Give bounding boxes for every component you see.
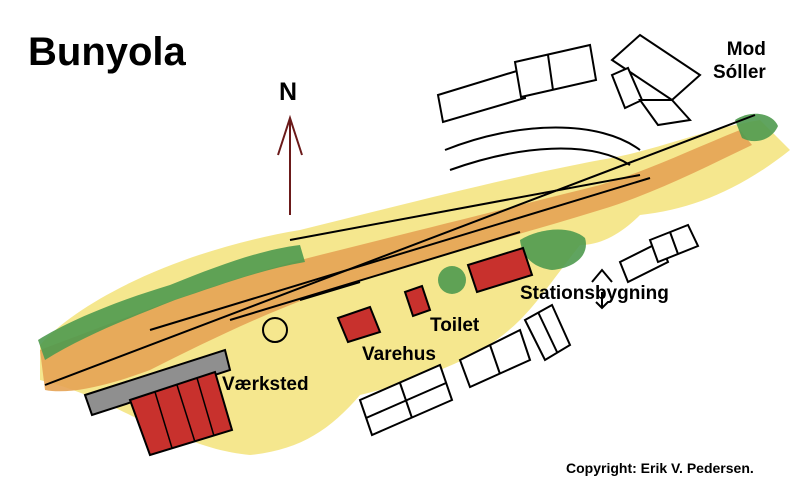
north-label: N xyxy=(279,78,298,106)
curve-track xyxy=(444,126,641,151)
orange-area xyxy=(40,130,752,392)
turntable-icon xyxy=(262,317,288,343)
station-annex-building xyxy=(466,246,534,294)
copyright-text: Copyright: Erik V. Pedersen. xyxy=(566,460,754,476)
green-bush-toilet xyxy=(438,266,466,294)
map-title: Bunyola xyxy=(28,30,186,74)
track-5 xyxy=(299,281,361,301)
track-2 xyxy=(149,177,651,331)
workshop-roof xyxy=(83,348,232,417)
destination-line-2: Sóller xyxy=(713,62,766,83)
warehouse-label: Varehus xyxy=(362,344,436,365)
track-main xyxy=(44,114,756,386)
workshop-label: Værksted xyxy=(222,374,309,395)
station-buildings xyxy=(358,223,700,437)
warehouse-building xyxy=(336,305,382,344)
tracks xyxy=(44,114,756,386)
small-arrow-icon xyxy=(591,268,613,310)
destination-label: Mod Sóller xyxy=(713,38,766,84)
toilet-building xyxy=(403,284,432,318)
north-arrow-icon xyxy=(277,114,303,215)
curve-track-2 xyxy=(449,147,631,171)
track-3 xyxy=(289,174,641,241)
green-area-station xyxy=(520,229,586,270)
track-4 xyxy=(229,231,521,321)
north-houses xyxy=(436,33,702,127)
green-area-east xyxy=(735,113,778,142)
destination-line-1: Mod xyxy=(726,39,766,60)
green-area-west xyxy=(38,245,305,360)
toilet-label: Toilet xyxy=(430,315,480,336)
station-building-label: Stationsbygning xyxy=(520,283,669,304)
